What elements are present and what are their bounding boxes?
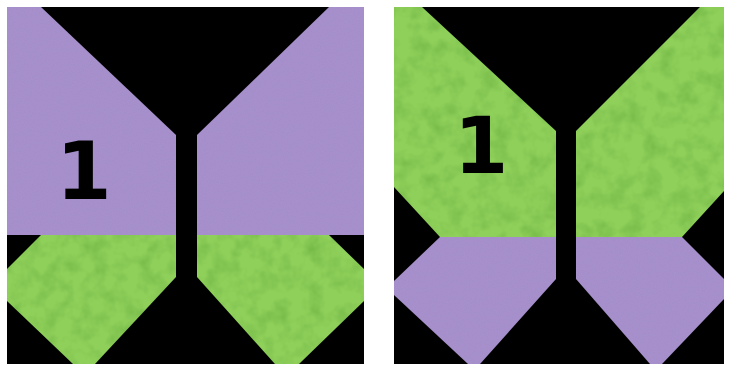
butterfly-body bbox=[176, 135, 197, 277]
butterfly-block-right bbox=[394, 7, 724, 364]
butterfly-right-graphic bbox=[394, 7, 724, 364]
block-number-label: 1 bbox=[56, 132, 112, 212]
butterfly-body bbox=[556, 131, 576, 281]
block-number-label: 1 bbox=[454, 108, 508, 186]
